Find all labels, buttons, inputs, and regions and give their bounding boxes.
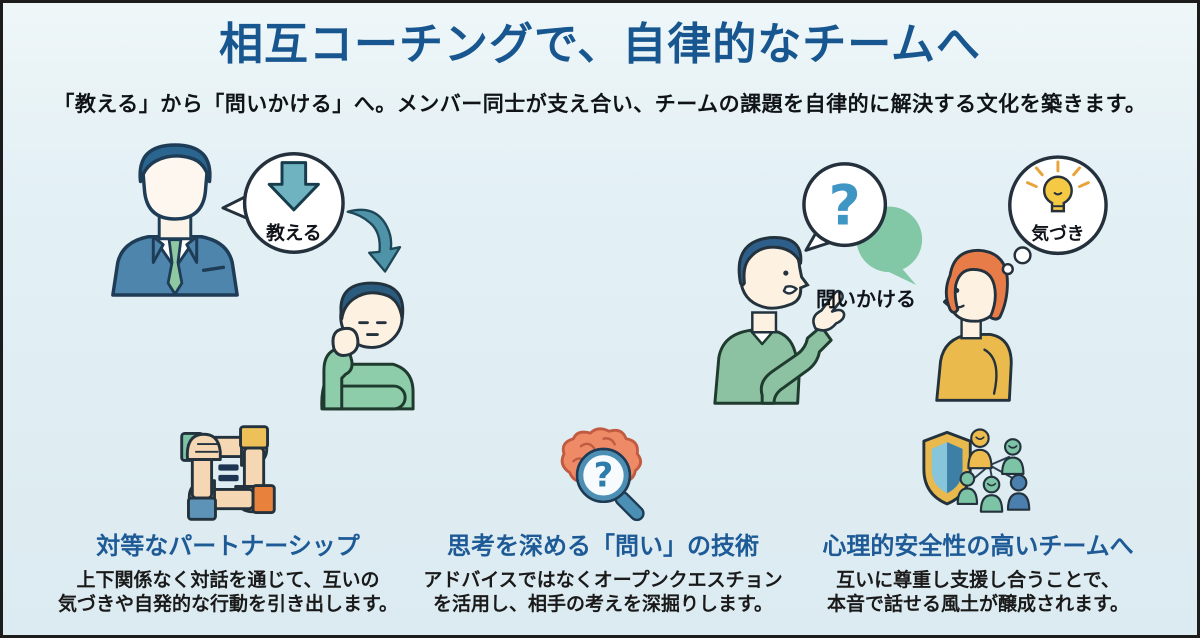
feature-desc-line: アドバイスではなくオープンクエスチョン bbox=[423, 569, 783, 591]
feature-description: 上下関係なく対話を通じて、互いの 気づきや自発的な行動を引き出します。 bbox=[48, 569, 408, 617]
feature-psychological-safety: 心理的安全性の高いチームへ 互いに尊重し支援し合うことで、 本音で話せる風土が醸… bbox=[798, 417, 1158, 617]
features-row: 対等なパートナーシップ 上下関係なく対話を通じて、互いの 気づきや自発的な行動を… bbox=[3, 417, 1197, 627]
manager-figure bbox=[111, 143, 239, 297]
insight-thought-bubble: 気づき bbox=[1001, 155, 1108, 276]
teach-speech-bubble: 教える bbox=[221, 152, 345, 254]
feature-title: 対等なパートナーシップ bbox=[96, 532, 360, 560]
question-speech-bubbles-icon: ? bbox=[802, 162, 923, 286]
arrow-down-icon bbox=[267, 161, 320, 212]
lens-question-glyph: ? bbox=[594, 456, 614, 495]
brain-magnifier-icon: ? bbox=[423, 417, 783, 529]
feature-desc-line: 本音で話せる風土が醸成されます。 bbox=[826, 592, 1130, 615]
feature-title: 思考を深める「問い」の技術 bbox=[447, 532, 759, 560]
feature-desc-line: を活用し、相手の考えを深掘りします。 bbox=[432, 592, 774, 615]
question-mark-glyph: ? bbox=[829, 173, 861, 238]
feature-title: 心理的安全性の高いチームへ bbox=[822, 532, 1134, 560]
coach-figure bbox=[713, 236, 846, 405]
discouraged-member-figure bbox=[320, 281, 415, 411]
feature-questioning-skill: ? 思考を深める「問い」の技術 アドバイスではなくオープンクエスチョン を活用し… bbox=[423, 417, 783, 617]
shield-team-icon bbox=[798, 417, 1158, 529]
teach-bubble-label: 教える bbox=[266, 222, 322, 244]
feature-desc-line: 互いに尊重し支援し合うことで、 bbox=[836, 569, 1120, 591]
equal-sign bbox=[218, 464, 239, 482]
ask-label: 問いかける bbox=[816, 287, 916, 311]
feature-desc-line: 気づきや自発的な行動を引き出します。 bbox=[57, 592, 399, 615]
page-subtitle: 「教える」から「問いかける」へ。メンバー同士が支え合い、チームの課題を自律的に解… bbox=[53, 92, 1147, 116]
feature-description: アドバイスではなくオープンクエスチョン を活用し、相手の考えを深掘りします。 bbox=[423, 569, 783, 617]
lightbulb-icon bbox=[1025, 160, 1090, 213]
equal-hands-icon bbox=[48, 417, 408, 529]
downward-curved-arrow-icon bbox=[346, 208, 402, 273]
feature-equal-partnership: 対等なパートナーシップ 上下関係なく対話を通じて、互いの 気づきや自発的な行動を… bbox=[48, 417, 408, 617]
page-title: 相互コーチングで、自律的なチームへ bbox=[219, 19, 981, 70]
feature-description: 互いに尊重し支援し合うことで、 本音で話せる風土が醸成されます。 bbox=[798, 569, 1158, 617]
feature-desc-line: 上下関係なく対話を通じて、互いの bbox=[76, 569, 380, 591]
team-members bbox=[956, 428, 1031, 513]
insight-label: 気づき bbox=[1031, 223, 1084, 245]
